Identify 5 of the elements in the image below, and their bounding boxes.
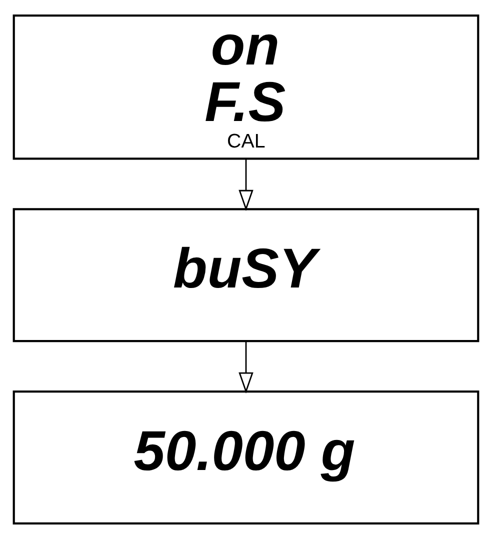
node-box: buSY	[12, 208, 480, 342]
arrow	[238, 340, 254, 393]
arrow	[238, 158, 254, 210]
node-box: on F.S CAL	[12, 14, 480, 160]
node-box: 50.000 g	[12, 390, 480, 524]
